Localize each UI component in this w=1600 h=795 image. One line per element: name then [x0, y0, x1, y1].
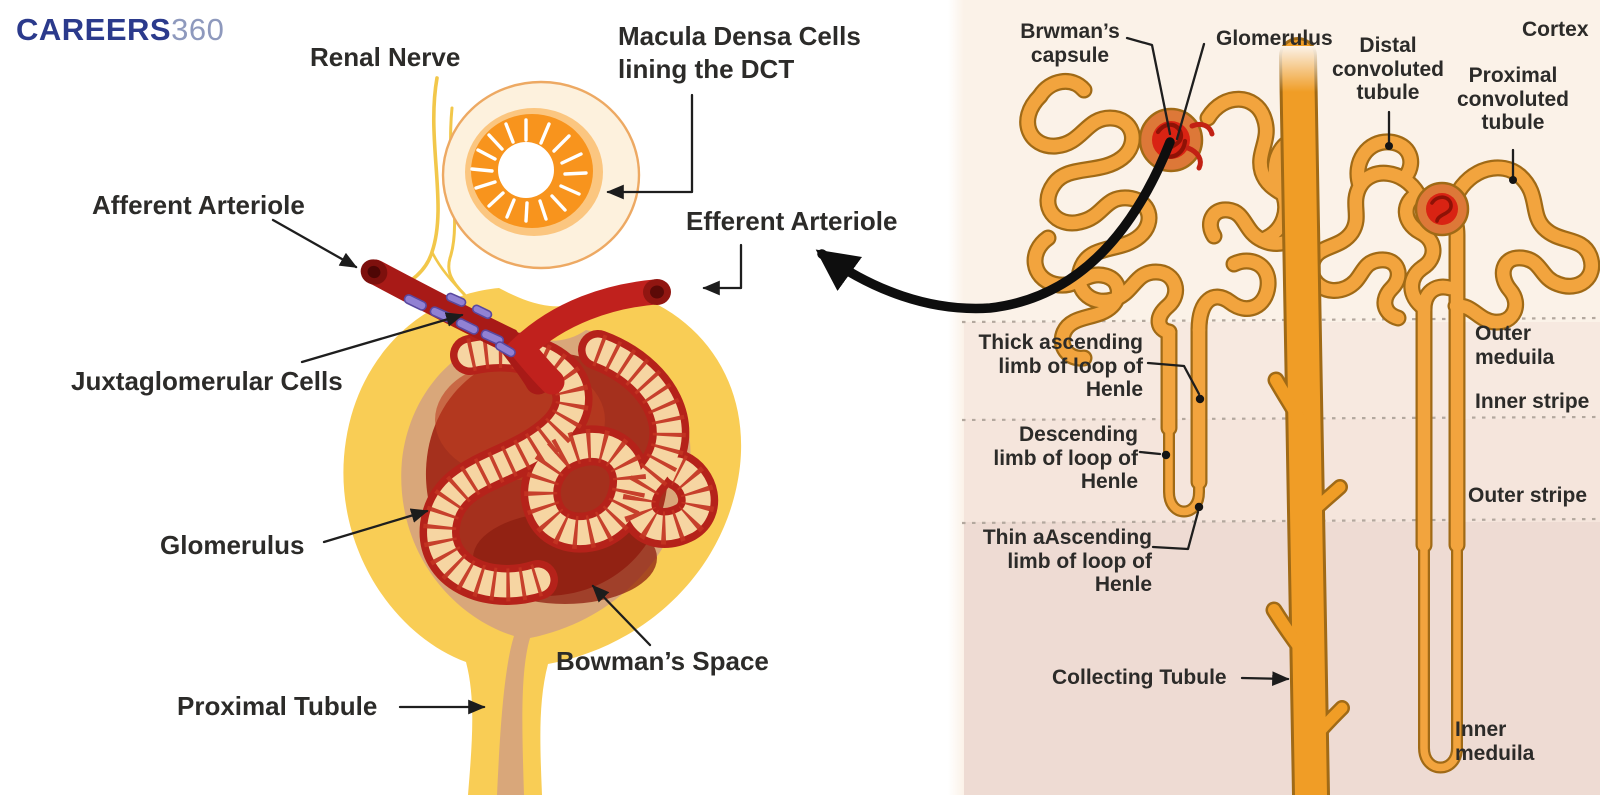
efferent-arteriole-connector: [702, 243, 743, 296]
label-glomerulus-right: Glomerulus: [1216, 27, 1333, 50]
bowmans-space-connector: [591, 584, 652, 647]
label-thin-ascending-limb: Thin aAscending limb of loop of Henle: [982, 526, 1152, 597]
panel-edge-gradient: [948, 0, 964, 795]
label-region-outer-medulla: Outer meduila: [1475, 322, 1555, 369]
label-region-cortex: Cortex: [1522, 18, 1589, 41]
curved-zoom-arrow: [815, 137, 1175, 314]
thin-ascending-connector: [1151, 510, 1200, 551]
label-juxtaglomerular-cells: Juxtaglomerular Cells: [71, 366, 343, 396]
label-afferent-arteriole: Afferent Arteriole: [92, 190, 305, 220]
logo-text-careers: CAREERS: [16, 12, 172, 47]
region-inner-medulla-band: [962, 522, 1600, 795]
glomerulus-left-connector: [322, 508, 429, 544]
label-renal-nerve: Renal Nerve: [310, 42, 461, 72]
efferent-arteriole-vessel: [504, 279, 671, 395]
label-proximal-convoluted-tubule: Proximal convoluted tubule: [1456, 64, 1569, 135]
label-thick-ascending-limb: Thick ascending limb of loop of Henle: [978, 331, 1143, 402]
label-macula-densa: Macula Densa Cells lining the DCT: [618, 21, 861, 85]
collecting-tubule-connector: [1240, 671, 1290, 687]
label-descending-limb: Descending limb of loop of Henle: [993, 423, 1138, 494]
label-region-outer-stripe: Outer stripe: [1468, 484, 1588, 507]
glomerulus-right-connector: [1175, 42, 1206, 141]
bowmans-capsule-connector: [1125, 36, 1172, 136]
label-bowmans-capsule: Brwman’s capsule: [1020, 20, 1120, 67]
label-connectors: [271, 36, 1515, 715]
label-proximal-tubule: Proximal Tubule: [177, 691, 378, 721]
thick-ascending-connector: [1146, 361, 1201, 396]
careers360-logo: CAREERS360: [16, 12, 224, 48]
macula-densa-connector: [606, 93, 694, 200]
afferent-arteriole-connector: [271, 218, 358, 269]
descending-connector: [1138, 450, 1162, 456]
juxtaglomerular-connector: [300, 312, 464, 364]
logo-text-360: 360: [171, 12, 225, 47]
label-glomerulus-left: Glomerulus: [160, 530, 305, 560]
nephron-right-tubules: [1303, 133, 1600, 774]
collecting-duct: [1265, 37, 1350, 795]
region-outer-stripe-band: [962, 419, 1600, 522]
label-efferent-arteriole: Efferent Arteriole: [686, 206, 898, 236]
glomerulus-knot-right: [1414, 181, 1470, 237]
label-region-inner-medulla: Inner meduila: [1455, 718, 1535, 765]
label-collecting-tubule: Collecting Tubule: [1052, 666, 1227, 689]
label-distal-convoluted-tubule: Distal convoluted tubule: [1332, 34, 1445, 105]
label-region-inner-stripe: Inner stripe: [1475, 390, 1590, 413]
macula-densa-ring: [441, 80, 641, 270]
connector-end-dots: [1161, 142, 1517, 512]
label-bowmans-space: Bowman’s Space: [556, 646, 769, 676]
